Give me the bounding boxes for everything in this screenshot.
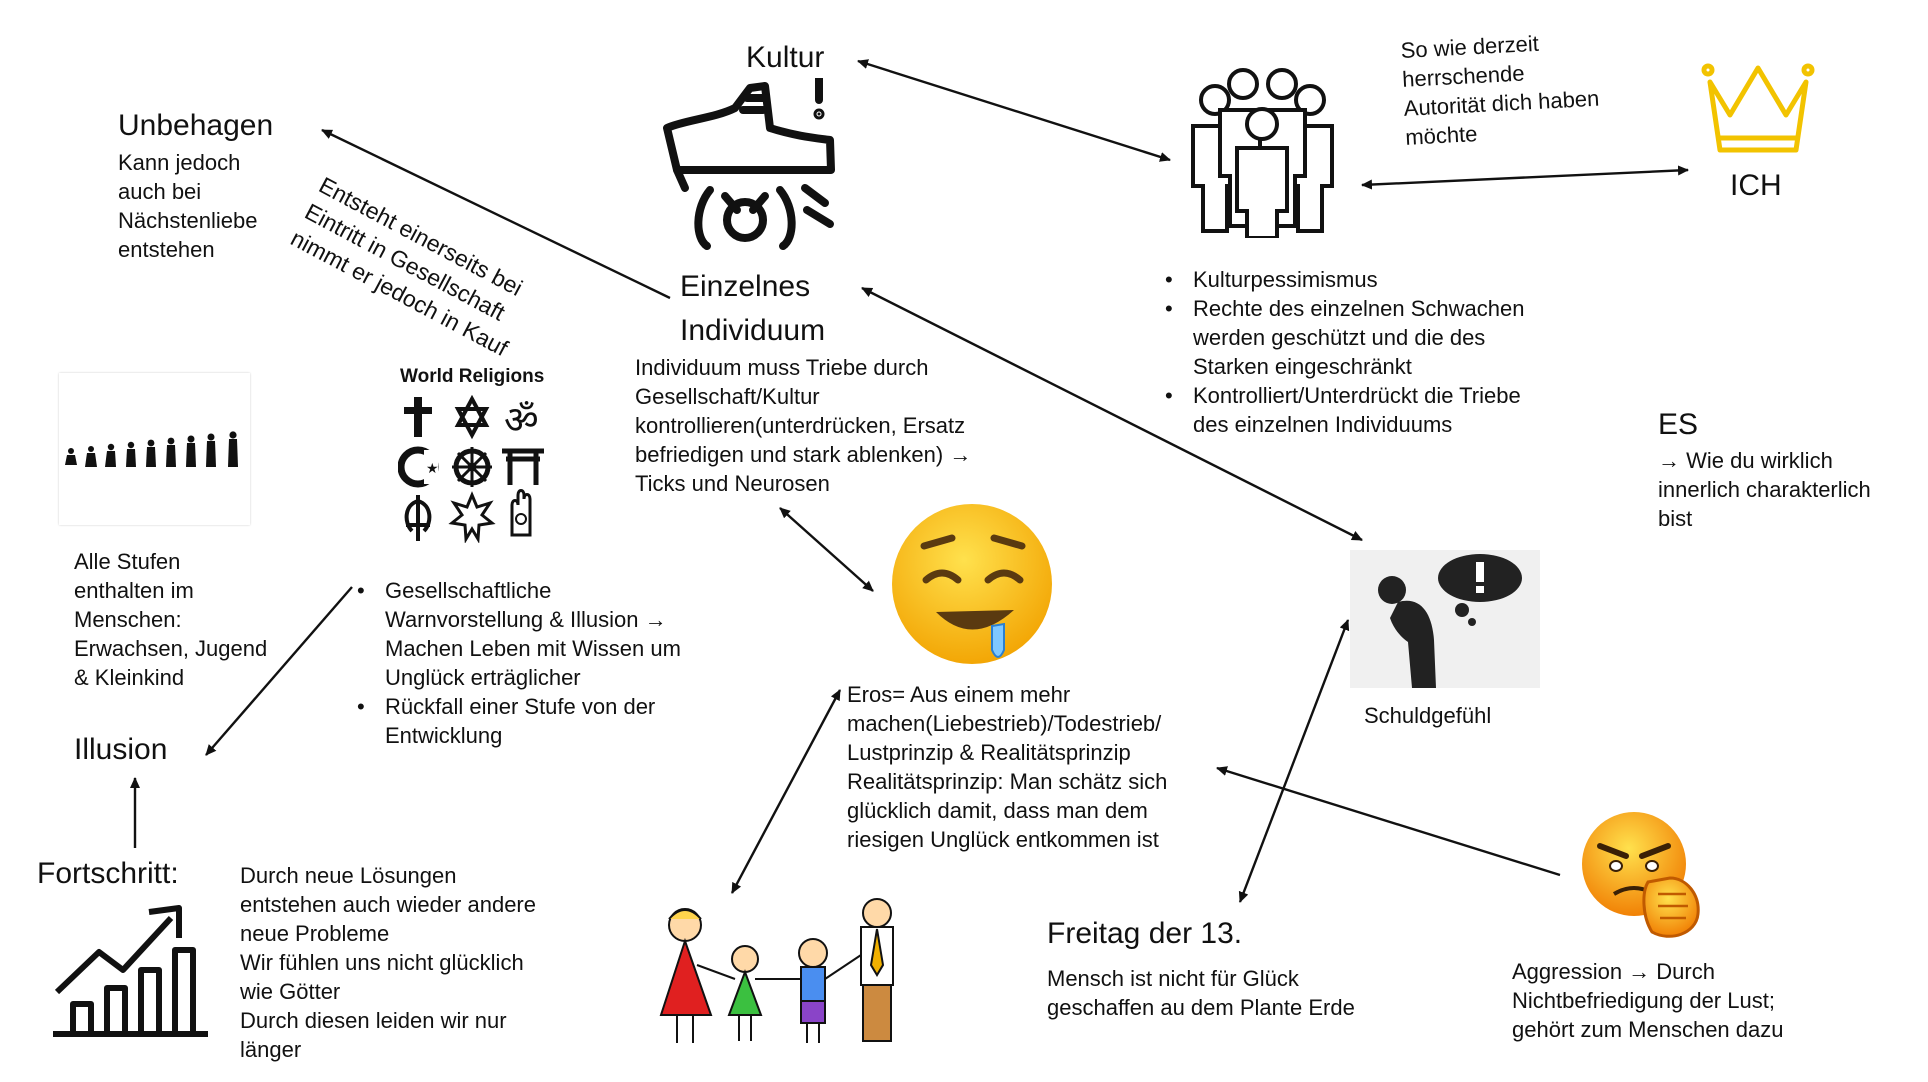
drooling-emoji-icon [892, 504, 1052, 664]
guilt-thinking-icon [1378, 554, 1522, 688]
arrow-individuum-eros [779, 507, 874, 592]
growth-chart-icon [53, 905, 208, 1037]
religion-bullet: Gesellschaftliche Warnvorstellung & Illu… [355, 576, 735, 692]
kultur-title: Kultur [746, 41, 825, 74]
stufen-text: Alle Stufen enthalten im Menschen: Erwac… [74, 549, 268, 690]
freitag-text: Mensch ist nicht für Glück geschaffen au… [1047, 966, 1355, 1020]
crown-icon [1701, 63, 1815, 153]
people-group-icon [1191, 68, 1334, 238]
arrow-gruppe-ich [1361, 165, 1689, 190]
arrow-kultur-gruppe [857, 59, 1171, 162]
arrow-individuum-unbehagen [321, 128, 671, 300]
ich-note: So wie derzeit herrschende Autorität dic… [1400, 30, 1600, 150]
religion-symbols-icon: ॐ ★ [398, 395, 544, 543]
angry-emoji-icon [1582, 812, 1700, 938]
world-religions-title: World Religions [400, 366, 545, 387]
illusion-title: Illusion [74, 733, 168, 766]
family-icon [659, 898, 894, 1043]
svg-text:★: ★ [426, 460, 439, 476]
arrow-eros-familie [730, 689, 842, 894]
individuum-title: Einzelnes Individuum [680, 270, 826, 347]
religion-bullet: Rückfall einer Stufe von der Entwicklung [355, 692, 735, 750]
individuum-text: Individuum muss Triebe durch Gesellschaf… [635, 355, 972, 496]
schuld-title: Schuldgefühl [1364, 703, 1492, 728]
kultur-bullet-list: Kulturpessimismus Rechte des einzelnen S… [1163, 265, 1583, 439]
es-text: → Wie du wirklich innerlich charakterlic… [1658, 448, 1871, 531]
unbehagen-text: Kann jedoch auch bei Nächstenliebe entst… [118, 150, 258, 262]
es-title: ES [1658, 408, 1699, 441]
boot-stomp-icon [663, 78, 835, 250]
fortschritt-text: Durch neue Lösungen entstehen auch wiede… [240, 863, 536, 1062]
arrow-aggression-eros [1216, 766, 1561, 877]
fortschritt-title: Fortschritt: [37, 857, 179, 890]
kultur-bullet: Kulturpessimismus [1163, 265, 1583, 294]
ich-title: ICH [1730, 169, 1782, 202]
unbehagen-title: Unbehagen [118, 109, 274, 142]
freitag-title: Freitag der 13. [1047, 917, 1243, 950]
evolution-icon [65, 431, 238, 467]
religion-bullet-list: Gesellschaftliche Warnvorstellung & Illu… [355, 576, 735, 750]
svg-text:ॐ: ॐ [504, 398, 539, 442]
kultur-bullet: Rechte des einzelnen Schwachen werden ge… [1163, 294, 1583, 381]
arrow-schuld-freitag [1238, 619, 1350, 903]
arrow-religion-illusion [205, 586, 353, 756]
aggression-text: Aggression → Durch Nichtbefriedigung der… [1512, 959, 1784, 1042]
evolution-panel [59, 373, 250, 525]
kultur-bullet: Kontrolliert/Unterdrückt die Triebe des … [1163, 381, 1583, 439]
eros-text: Eros= Aus einem mehr machen(Liebestrieb)… [847, 682, 1168, 852]
arrow-individuum-schuld [861, 286, 1363, 542]
guilt-panel [1350, 550, 1540, 688]
